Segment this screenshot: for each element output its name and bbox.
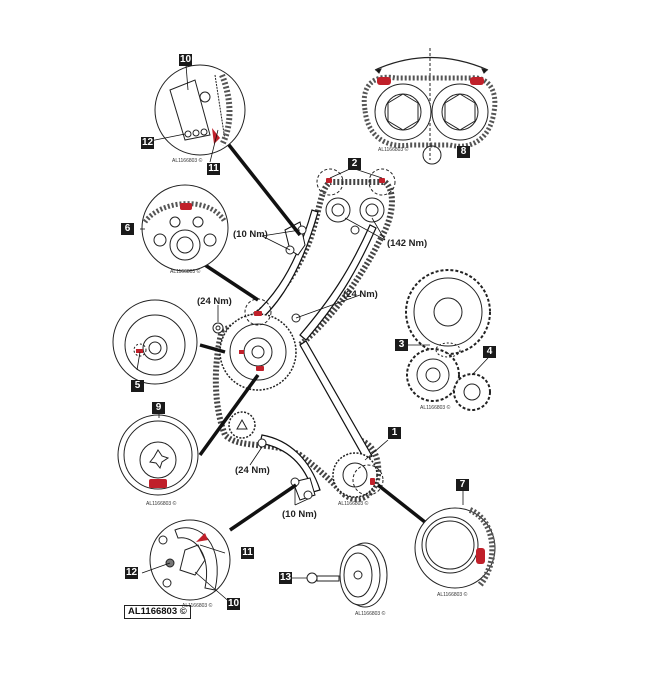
callout-2: 2 [348,158,361,170]
long-straight-guide [299,340,373,461]
callout-1: 1 [388,427,401,439]
detail-code: AL1166803 © [172,158,203,164]
crankshaft-sprocket [332,452,378,498]
callout-12-top: 12 [141,137,154,149]
detail-tensioner-top [154,64,246,156]
torque-left-pivot: (24 Nm) [197,296,232,307]
upper-right-guide [299,224,377,341]
callout-11-top: 11 [207,163,220,175]
detail-code: AL1166803 © [182,603,213,609]
crankshaft-pulley [306,542,388,608]
callout-7: 7 [456,479,469,491]
detail-tensioner-bottom [149,519,231,601]
callout-10-top: 10 [179,54,192,66]
detail-code: AL1166803 © [355,611,386,617]
detail-code: AL1166803 © [338,501,369,507]
camshaft-sprocket-right [359,197,385,223]
callout-8: 8 [457,146,470,158]
detail-intermediate-upper [141,184,229,272]
primary-chain [212,329,382,502]
torque-upper-guide: (24 Nm) [343,289,378,300]
callout-10-bottom: 10 [227,598,240,610]
detail-intermediate-front [112,299,198,385]
detail-code: AL1166803 © [420,405,451,411]
torque-upper-tensioner: (10 Nm) [233,229,268,240]
figure-reference: AL1166803 © [124,605,191,619]
callout-6: 6 [121,223,134,235]
callout-12-bottom: 12 [125,567,138,579]
detail-code: AL1166803 © [378,147,409,153]
callout-11-bottom: 11 [241,547,254,559]
detail-crankshaft [414,507,496,589]
detail-code: AL1166803 © [437,592,468,598]
callout-9: 9 [152,402,165,414]
torque-lower-guide: (24 Nm) [235,465,270,476]
camshaft-sprocket-left [325,197,351,223]
detail-oil-pump [117,414,199,496]
detail-gears [405,269,491,411]
callout-3: 3 [395,339,408,351]
torque-lower-tensioner: (10 Nm) [282,509,317,520]
torque-camshaft-bolts: (142 Nm) [387,238,428,249]
lower-tensioner-guide [259,434,321,493]
timing-marks [239,178,385,485]
callout-13: 13 [279,572,292,584]
oil-pump-sprocket [228,411,256,439]
detail-code: AL1166803 © [146,501,177,507]
callout-4: 4 [483,346,496,358]
callout-5: 5 [131,380,144,392]
detail-code: AL1166803 © [170,269,201,275]
detail-camshafts [361,48,498,165]
